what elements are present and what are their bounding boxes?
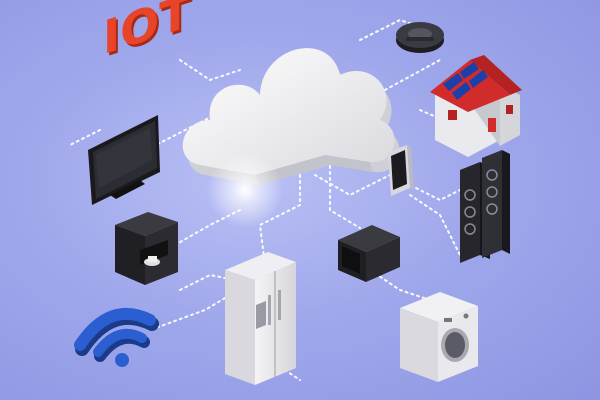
light-glow bbox=[207, 152, 283, 228]
washing-machine-icon bbox=[400, 292, 478, 382]
television-icon bbox=[88, 115, 160, 205]
robot-vacuum-icon bbox=[396, 22, 444, 53]
iot-logo: IOT IOT bbox=[103, 0, 193, 69]
tower-speakers-icon bbox=[460, 150, 510, 263]
coffee-machine-icon bbox=[115, 212, 178, 285]
cloud-icon bbox=[182, 48, 400, 185]
refrigerator-icon bbox=[225, 252, 296, 385]
microwave-icon bbox=[338, 225, 400, 282]
iot-logo-text: IOT bbox=[103, 0, 191, 66]
wifi-icon bbox=[74, 307, 159, 367]
smartphone-icon bbox=[388, 145, 414, 196]
smart-house-icon bbox=[430, 55, 522, 157]
